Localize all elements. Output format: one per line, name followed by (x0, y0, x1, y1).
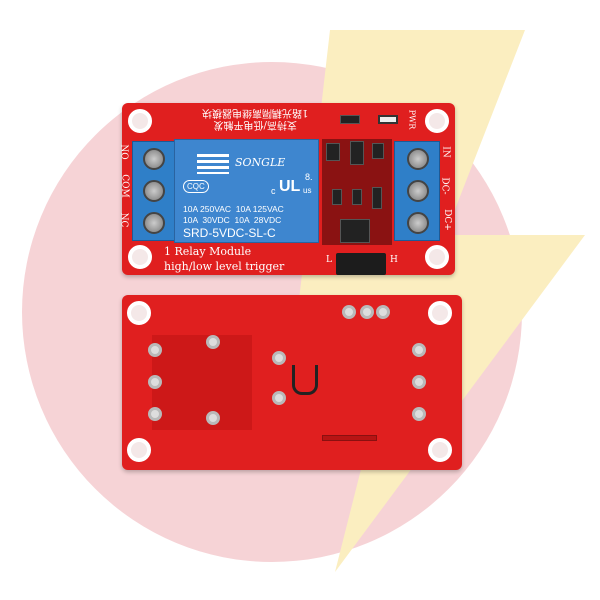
relay-rating: 10A 30VDC 10A 28VDC (183, 215, 282, 225)
label-com: COM (119, 174, 130, 198)
led (378, 115, 398, 124)
solder-pad (272, 351, 286, 365)
label-no: NO (118, 144, 129, 160)
solder-pad (206, 335, 220, 349)
ul-mark-c: c (271, 186, 276, 196)
solder-pad (148, 375, 162, 389)
solder-pad (206, 411, 220, 425)
mount-hole (127, 301, 151, 325)
label-dc-minus: DC- (439, 177, 450, 195)
mount-hole (128, 109, 152, 133)
solder-pad (272, 391, 286, 405)
mount-hole (127, 438, 151, 462)
songle-relay: SONGLE CQC c UL us 8. 10A 250VAC 10A 125… (174, 139, 319, 243)
screw[interactable] (407, 148, 429, 170)
cqc-mark: CQC (183, 180, 209, 193)
module-title: 1 Relay Module (164, 245, 252, 258)
cert-number: 8. (305, 172, 313, 182)
pwr-label: PWR (407, 109, 417, 130)
chinese-line: 支持高/低电平触发 (213, 119, 297, 130)
relay-rating: 10A 250VAC 10A 125VAC (183, 204, 284, 214)
mount-hole (425, 109, 449, 133)
jumper-label-h: H (390, 255, 398, 265)
label-dc-plus: DC+ (441, 209, 452, 231)
ul-mark-us: us (303, 186, 312, 195)
smd-resistor (340, 115, 360, 124)
screw[interactable] (143, 180, 165, 202)
solder-pad (412, 343, 426, 357)
copper-trace (152, 335, 252, 430)
screw[interactable] (143, 212, 165, 234)
module-subtitle: high/low level trigger (164, 260, 285, 273)
solder-pad (148, 407, 162, 421)
mount-hole (128, 245, 152, 269)
relay-module-bottom (122, 295, 462, 470)
trigger-jumper[interactable] (336, 253, 386, 275)
screw[interactable] (407, 180, 429, 202)
input-terminal-block (394, 141, 440, 241)
output-terminal-block (132, 141, 176, 241)
chinese-line: 1路光耦隔离继电器模块 (202, 107, 309, 118)
component-area (322, 139, 392, 245)
solder-pad (412, 407, 426, 421)
jumper-label-l: L (326, 255, 332, 265)
mount-hole (425, 245, 449, 269)
relay-coil-trace (292, 365, 318, 395)
solder-pad (360, 305, 374, 319)
solder-pad (148, 343, 162, 357)
solder-pad (342, 305, 356, 319)
mount-hole (428, 438, 452, 462)
mount-hole (428, 301, 452, 325)
screw[interactable] (143, 148, 165, 170)
label-nc: NC (118, 212, 129, 228)
silk-marking (322, 435, 377, 441)
chinese-label: 支持高/低电平触发 1路光耦隔离继电器模块 (202, 106, 308, 130)
label-in: IN (440, 146, 451, 158)
screw[interactable] (407, 212, 429, 234)
songle-logo-icon (197, 154, 229, 174)
relay-module-top: 支持高/低电平触发 1路光耦隔离继电器模块 PWR NO COM NC SONG… (118, 103, 455, 275)
relay-model: SRD-5VDC-SL-C (183, 226, 276, 240)
optocoupler (340, 219, 370, 243)
relay-brand: SONGLE (235, 156, 286, 169)
solder-pad (412, 375, 426, 389)
solder-pad (376, 305, 390, 319)
